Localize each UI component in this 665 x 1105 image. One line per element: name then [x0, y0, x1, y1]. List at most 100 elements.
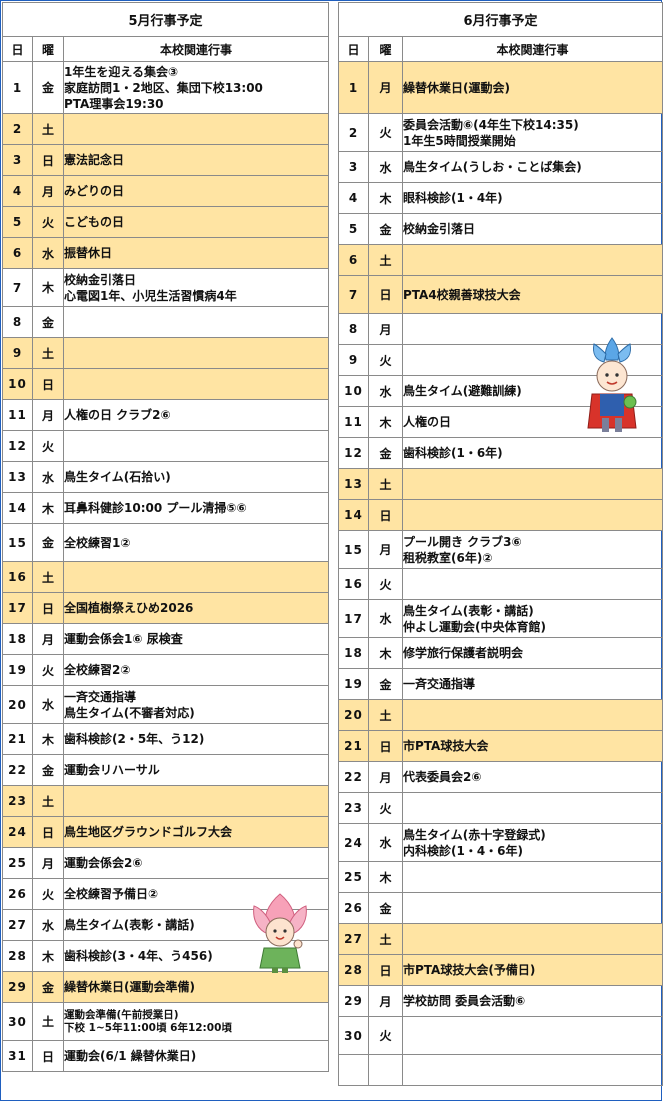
- event-line: 1年生を迎える集会③: [64, 64, 179, 79]
- events-cell: 校納金引落日: [402, 213, 663, 245]
- day-cell: 27: [2, 909, 33, 941]
- event-line: 心電図1年、小児生活習慣病4年: [64, 288, 237, 303]
- events-cell: 憲法記念日: [63, 144, 329, 176]
- may-title: 5月行事予定: [2, 2, 329, 37]
- weekday-cell: 水: [32, 909, 64, 941]
- events-cell: [63, 561, 329, 593]
- events-cell: [402, 892, 663, 924]
- day-cell: 24: [338, 823, 369, 862]
- day-cell: 7: [338, 275, 369, 314]
- event-line: 修学旅行保護者説明会: [403, 646, 524, 660]
- weekday-cell: [368, 1054, 403, 1086]
- weekday-cell: 木: [368, 182, 403, 214]
- events-cell: 繰替休業日(運動会準備): [63, 971, 329, 1003]
- weekday-cell: 土: [368, 468, 403, 500]
- event-line: 運動会準備(午前授業日): [64, 1008, 179, 1021]
- event-line: 校納金引落日: [403, 222, 476, 236]
- weekday-cell: 土: [32, 113, 64, 145]
- events-cell: 振替休日: [63, 237, 329, 269]
- day-cell: 8: [338, 313, 369, 345]
- day-cell: 13: [338, 468, 369, 500]
- events-cell: 校納金引落日心電図1年、小児生活習慣病4年: [63, 268, 329, 307]
- weekday-cell: 土: [368, 923, 403, 955]
- day-cell: 29: [338, 985, 369, 1017]
- event-line: 学校訪問 委員会活動⑥: [403, 994, 526, 1008]
- day-cell: 23: [2, 785, 33, 817]
- day-cell: 18: [338, 637, 369, 669]
- events-cell: [402, 792, 663, 824]
- events-cell: [63, 430, 329, 462]
- weekday-cell: 月: [32, 175, 64, 207]
- weekday-cell: 土: [368, 244, 403, 276]
- day-cell: 25: [2, 847, 33, 879]
- weekday-cell: 火: [32, 654, 64, 686]
- event-line: 全校練習2②: [64, 663, 131, 677]
- day-cell: 2: [2, 113, 33, 145]
- day-cell: 18: [2, 623, 33, 655]
- event-line: 代表委員会2⑥: [403, 770, 482, 784]
- blue-lotus-hero-mascot-icon: [587, 337, 637, 432]
- event-line: 一斉交通指導: [64, 689, 137, 704]
- event-line: 運動会(6/1 繰替休業日): [64, 1049, 197, 1063]
- events-cell: 鳥生タイム(うしお・ことば集会): [402, 151, 663, 183]
- day-cell: 30: [338, 1016, 369, 1055]
- events-cell: 代表委員会2⑥: [402, 761, 663, 793]
- event-line: PTA理事会19:30: [64, 96, 164, 111]
- day-cell: 4: [2, 175, 33, 207]
- day-cell: 16: [2, 561, 33, 593]
- event-line: 運動会リハーサル: [64, 763, 160, 777]
- event-line: 繰替休業日(運動会準備): [64, 980, 195, 994]
- events-cell: 眼科検診(1・4年): [402, 182, 663, 214]
- event-line: 鳥生タイム(赤十字登録式): [403, 827, 546, 842]
- weekday-cell: 火: [368, 568, 403, 600]
- weekday-cell: 火: [32, 878, 64, 910]
- events-cell: PTA4校親善球技大会: [402, 275, 663, 314]
- day-cell: 17: [2, 592, 33, 624]
- events-cell: [402, 468, 663, 500]
- day-cell: 24: [2, 816, 33, 848]
- weekday-cell: 月: [368, 61, 403, 114]
- day-cell: 12: [2, 430, 33, 462]
- event-line: 振替休日: [64, 246, 113, 260]
- events-cell: 一斉交通指導鳥生タイム(不審者対応): [63, 685, 329, 724]
- weekday-cell: 木: [368, 861, 403, 893]
- day-cell: 5: [338, 213, 369, 245]
- weekday-cell: 水: [368, 823, 403, 862]
- day-cell: 26: [2, 878, 33, 910]
- event-line: 鳥生タイム(表彰・講話): [64, 918, 195, 932]
- events-cell: [402, 861, 663, 893]
- weekday-cell: 日: [32, 816, 64, 848]
- event-line: 全校練習予備日②: [64, 887, 159, 901]
- event-line: みどりの日: [64, 184, 125, 198]
- events-cell: 全校練習1②: [63, 523, 329, 562]
- day-cell: 20: [338, 699, 369, 731]
- weekday-cell: 火: [368, 1016, 403, 1055]
- day-cell: 9: [2, 337, 33, 369]
- events-cell: [402, 568, 663, 600]
- weekday-cell: 火: [368, 344, 403, 376]
- weekday-cell: 火: [368, 792, 403, 824]
- day-cell: 22: [338, 761, 369, 793]
- day-cell: 14: [2, 492, 33, 524]
